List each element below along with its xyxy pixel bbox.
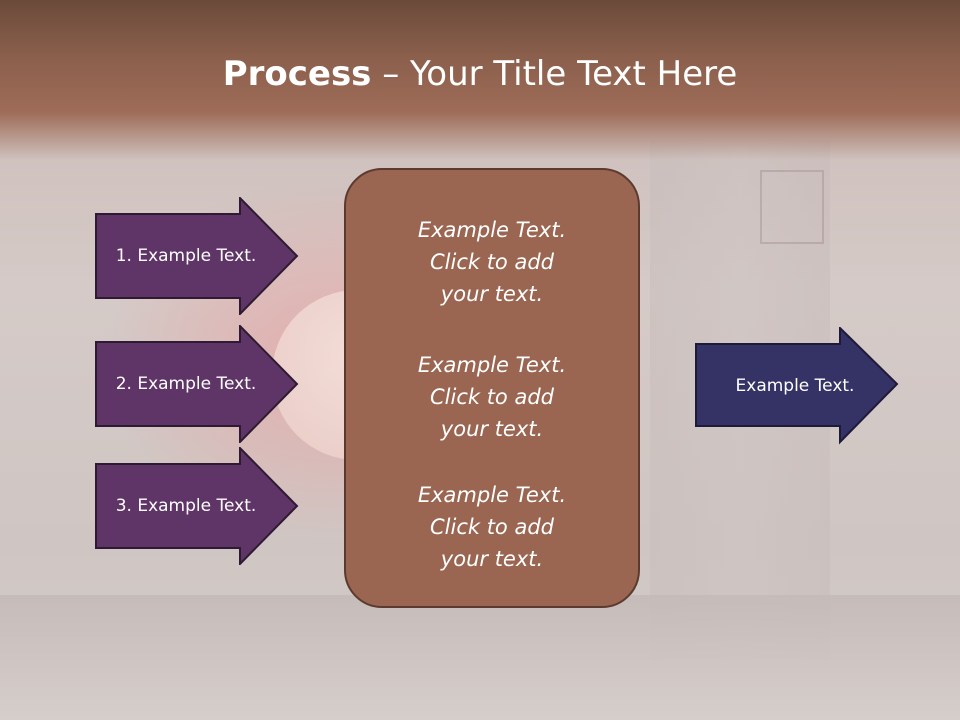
text-block-3: Example Text. Click to add your text. [346, 479, 638, 575]
process-step-arrow-2[interactable]: 2. Example Text. [95, 325, 300, 443]
slide-title[interactable]: Process – Your Title Text Here [0, 52, 960, 96]
step-label: 1. Example Text. [115, 246, 257, 266]
text-block-1: Example Text. Click to add your text. [346, 214, 638, 310]
block-line: Example Text. [417, 353, 567, 377]
block-line: your text. [440, 547, 544, 571]
step-label: 3. Example Text. [115, 496, 257, 516]
process-step-arrow-1[interactable]: 1. Example Text. [95, 197, 300, 315]
arrow-shape [95, 447, 299, 565]
block-line: your text. [440, 417, 544, 441]
block-line: Example Text. [417, 218, 567, 242]
lighthouse-lantern [760, 170, 824, 244]
process-step-arrow-3[interactable]: 3. Example Text. [95, 447, 300, 565]
block-line: Click to add [429, 250, 554, 274]
shoreline [0, 595, 960, 720]
step-label: 2. Example Text. [115, 374, 257, 394]
title-bold: Process [222, 54, 372, 94]
text-block-2: Example Text. Click to add your text. [346, 349, 638, 445]
arrow-shape [95, 197, 299, 315]
title-rest: – Your Title Text Here [371, 54, 738, 94]
block-line: Click to add [429, 385, 554, 409]
output-label: Example Text. [735, 376, 855, 396]
center-text-box[interactable]: Example Text. Click to add your text. Ex… [344, 168, 640, 608]
block-line: your text. [440, 282, 544, 306]
title-bar [0, 0, 960, 160]
arrow-shape [695, 327, 899, 445]
block-line: Click to add [429, 515, 554, 539]
arrow-shape [95, 325, 299, 443]
block-line: Example Text. [417, 483, 567, 507]
output-arrow[interactable]: Example Text. [695, 327, 900, 445]
